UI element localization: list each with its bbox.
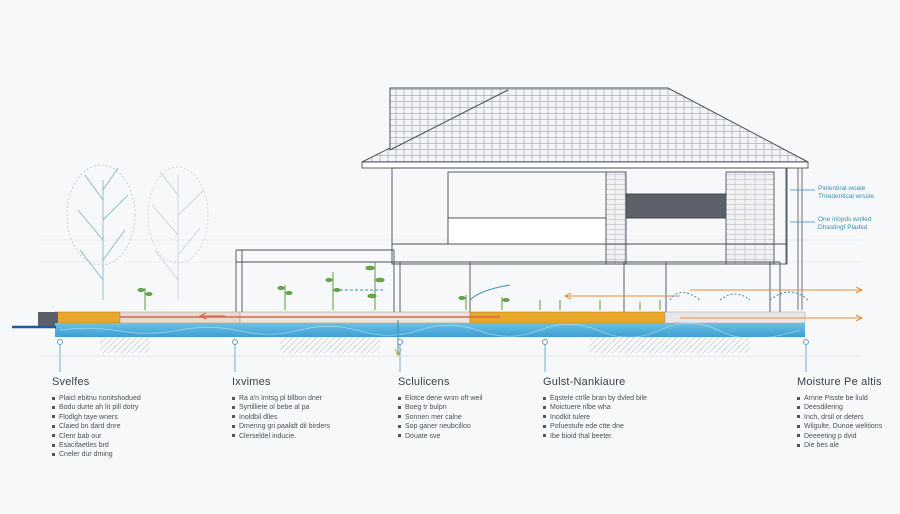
- legend-column-title: Moisture Pe altis: [797, 376, 882, 388]
- tree-center: [147, 166, 209, 300]
- roof: [361, 87, 809, 169]
- legend-column-title: Gulst-Nankiaure: [543, 376, 626, 388]
- legend-item: Inoldbil dlles: [232, 413, 382, 422]
- legend-item: Inch, drsil or deters: [797, 413, 897, 422]
- legend-item: Pofuestufe ede ctte dne: [543, 422, 693, 431]
- legend-column-title: Svelfes: [52, 376, 90, 388]
- legend-item: Clenr bab our: [52, 432, 202, 441]
- legend-item: Moictuere rilbe wha: [543, 403, 693, 412]
- legend-item: Dmenng gri paalidt dil birders: [232, 422, 382, 431]
- legend-column-1: Svelfes Plaicl ebitnu nonitshodued Bodu …: [52, 376, 202, 460]
- legend-item: Eqstele ctrlle bran by dvled bile: [543, 394, 693, 403]
- legend-item: Deesdilering: [797, 403, 897, 412]
- legend-item: Sop ganer neubcilloo: [398, 422, 548, 431]
- legend-item: Syrtilliete ol bebe al pa: [232, 403, 382, 412]
- legend-item: Flodlgh taye wners: [52, 413, 202, 422]
- downspout: [797, 168, 803, 310]
- callout-leaders: [40, 189, 860, 372]
- legend-column-title: Ixvimes: [232, 376, 271, 388]
- legend-item: Plaicl ebitnu nonitshodued: [52, 394, 202, 403]
- plants: [137, 262, 661, 310]
- legend-item: Esacifaetles brd: [52, 441, 202, 450]
- callout-top-line-2: Thredentical wrssle: [818, 193, 874, 200]
- flow-arrows: [198, 284, 864, 358]
- legend-item: Sonnen mer calne: [398, 413, 548, 422]
- legend-item: Cneler dur dming: [52, 450, 202, 459]
- legend-column-2: Ixvimes Ra a'n Imtsg pl bllbon dner Syrt…: [232, 376, 382, 441]
- legend-item: Claied bn dard dnre: [52, 422, 202, 431]
- legend-column-4: Gulst-Nankiaure Eqstele ctrlle bran by d…: [543, 376, 693, 441]
- legend-item: Ra a'n Imtsg pl bllbon dner: [232, 394, 382, 403]
- legend-item: Clerseldel inducie.: [232, 432, 382, 441]
- tree-left: [66, 164, 136, 300]
- callout-bottom-line-1: One iriopds wolled: [818, 216, 872, 223]
- legend-item: Boeg tr bulpn: [398, 403, 548, 412]
- upper-storey: [391, 167, 788, 265]
- legend-item: Die bes ale: [797, 441, 897, 450]
- lower-storey: [235, 249, 781, 320]
- callout-bottom-line-2: Dhastingf Pladed: [818, 224, 868, 231]
- legend-item: Wilgulte, Dunoe welitions: [797, 422, 897, 431]
- legend-item: Arnne Pisste be liuld: [797, 394, 897, 403]
- legend-column-title: Sclulicens: [398, 376, 450, 388]
- legend-item: Douate sve: [398, 432, 548, 441]
- legend-column-5: Moisture Pe altis Arnne Pisste be liuld …: [797, 376, 897, 450]
- legend-item: Elotce dene wnm oft weil: [398, 394, 548, 403]
- callout-top-line-1: Pinlentiral woaie: [818, 185, 866, 192]
- legend-item: Inodkit tulere: [543, 413, 693, 422]
- callout-bottom: One iriopds wolled Dhastingf Pladed: [818, 216, 871, 232]
- legend-item: Ibe bioid thal beeter.: [543, 432, 693, 441]
- legend-column-3: Sclulicens Elotce dene wnm oft weil Boeg…: [398, 376, 548, 441]
- legend-item: Deeeeting p dvid: [797, 432, 897, 441]
- callout-top: Pinlentiral woaie Thredentical wrssle: [818, 185, 874, 201]
- legend-item: Bodu durte ah Iit pill dotry: [52, 403, 202, 412]
